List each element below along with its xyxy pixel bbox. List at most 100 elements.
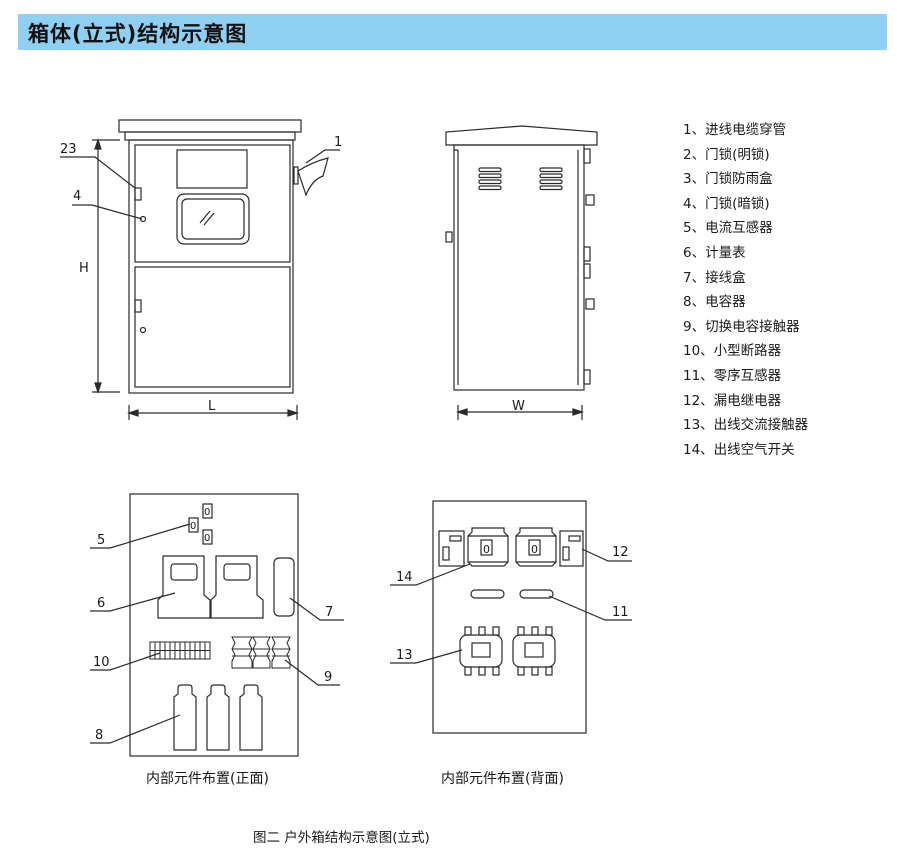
callout-line-11: [548, 595, 632, 621]
side-view: [445, 125, 598, 420]
leakage-relay: [559, 530, 584, 567]
capacitor: [173, 684, 197, 751]
legend-item: 5、电流互感器: [683, 220, 773, 237]
dim-w-arrow-left: [456, 408, 468, 416]
zero-sequence-transformer: [470, 589, 505, 599]
callout-label-4: 4: [73, 189, 81, 204]
air-switch-symbol: 0: [483, 543, 490, 556]
callout-line-13: [390, 649, 463, 664]
capacitor-contactors: [231, 636, 291, 669]
vent-right: [539, 167, 563, 191]
relay-switch: [442, 546, 450, 561]
current-transformer: [202, 529, 213, 545]
side-lock-left: [445, 231, 453, 243]
legend-item: 1、进线电缆穿管: [683, 122, 787, 138]
callout-line-1: [305, 149, 340, 164]
door-lock-box-lower: [134, 299, 142, 313]
dim-label-l: L: [208, 399, 216, 414]
dim-l-arrow-left: [127, 409, 139, 417]
callout-line-23: [60, 156, 136, 189]
callout-line-7: [289, 597, 344, 621]
legend-item: 11、零序互感器: [683, 367, 782, 384]
legend-item: 6、计量表: [683, 244, 746, 261]
legend-item: 7、接线盒: [683, 269, 746, 286]
callout-label-13: 13: [396, 648, 413, 663]
energy-meter: [210, 555, 264, 619]
title-bar: 箱体(立式)结构示意图: [18, 14, 887, 50]
layout-back-panel: [432, 500, 587, 734]
door-lock-box-upper: [134, 187, 142, 201]
cable-conduit: [297, 157, 329, 197]
side-roof: [445, 125, 598, 146]
side-lock-right: [585, 194, 595, 206]
dim-label-h: H: [79, 261, 89, 276]
capacitor: [206, 684, 230, 751]
air-switch-toggle: [528, 539, 541, 556]
layout-back: [390, 500, 632, 734]
air-switch: [467, 527, 509, 567]
front-lower-door: [134, 266, 291, 388]
front-cabinet-body: [128, 139, 294, 394]
air-switch-symbol: 0: [531, 543, 538, 556]
relay-indicator: [449, 535, 462, 542]
callout-label-8: 8: [95, 728, 103, 743]
callout-line-9: [284, 659, 340, 686]
side-lock-right: [585, 298, 595, 310]
air-switch: [515, 527, 557, 567]
legend-item: 4、门锁(暗锁): [683, 195, 770, 212]
legend-item: 13、出线交流接触器: [683, 417, 809, 434]
current-transformer: [202, 503, 213, 519]
callout-line-8: [90, 714, 181, 744]
dim-l-arrow-right: [287, 409, 299, 417]
callout-label-1: 1: [334, 135, 342, 150]
legend-item: 8、电容器: [683, 294, 746, 311]
relay-indicator: [568, 535, 581, 542]
conduit-flange: [293, 166, 299, 185]
callout-label-6: 6: [97, 596, 105, 611]
meter-window: [176, 193, 250, 245]
ac-contactor: [512, 626, 556, 676]
callout-label-9: 9: [324, 670, 332, 685]
glass-mark: [199, 210, 211, 224]
layout-front: [90, 493, 344, 757]
dim-label-w: W: [512, 399, 525, 414]
side-cabinet-body: [453, 144, 585, 391]
legend-item: 12、漏电继电器: [683, 392, 782, 409]
meter-display: [223, 563, 251, 581]
side-hinge: [583, 369, 591, 385]
callout-line-14: [390, 563, 471, 586]
ct-symbol: 0: [204, 507, 210, 518]
legend-item: 10、小型断路器: [683, 343, 782, 360]
front-upper-door: [134, 144, 291, 263]
figure-caption: 图二 户外箱结构示意图(立式): [253, 830, 430, 846]
legend-item: 9、切换电容接触器: [683, 318, 800, 335]
callout-label-7: 7: [325, 605, 333, 620]
meter-window-inner: [181, 198, 245, 240]
callout-line-10: [90, 652, 161, 671]
dim-h-arrow-top: [94, 138, 102, 150]
side-hinge: [583, 148, 591, 164]
side-hinge: [583, 246, 591, 262]
relay-switch: [562, 546, 570, 561]
ct-symbol: 0: [204, 533, 210, 544]
callout-line-5: [90, 523, 191, 549]
vent-left: [478, 167, 502, 191]
component-legend: 1、进线电缆穿管 2、门锁(明锁) 3、门锁防雨盒 4、门锁(暗锁) 5、电流互…: [683, 118, 808, 462]
leakage-relay: [438, 530, 465, 567]
callout-label-23: 23: [60, 142, 77, 157]
nameplate: [176, 149, 248, 189]
glass-mark: [203, 212, 215, 226]
callout-label-12: 12: [612, 545, 629, 560]
callout-label-5: 5: [97, 533, 105, 548]
legend-item: 3、门锁防雨盒: [683, 171, 773, 188]
callout-label-10: 10: [93, 655, 110, 670]
front-roof: [118, 119, 302, 133]
current-transformer: [188, 517, 199, 533]
callout-line-6: [90, 592, 176, 612]
dim-w-arrow-right: [572, 408, 584, 416]
callout-line-12: [581, 548, 632, 562]
legend-item: 2、门锁(明锁): [683, 146, 770, 163]
capacitor: [239, 684, 263, 751]
hidden-lock-lower: [139, 326, 147, 334]
